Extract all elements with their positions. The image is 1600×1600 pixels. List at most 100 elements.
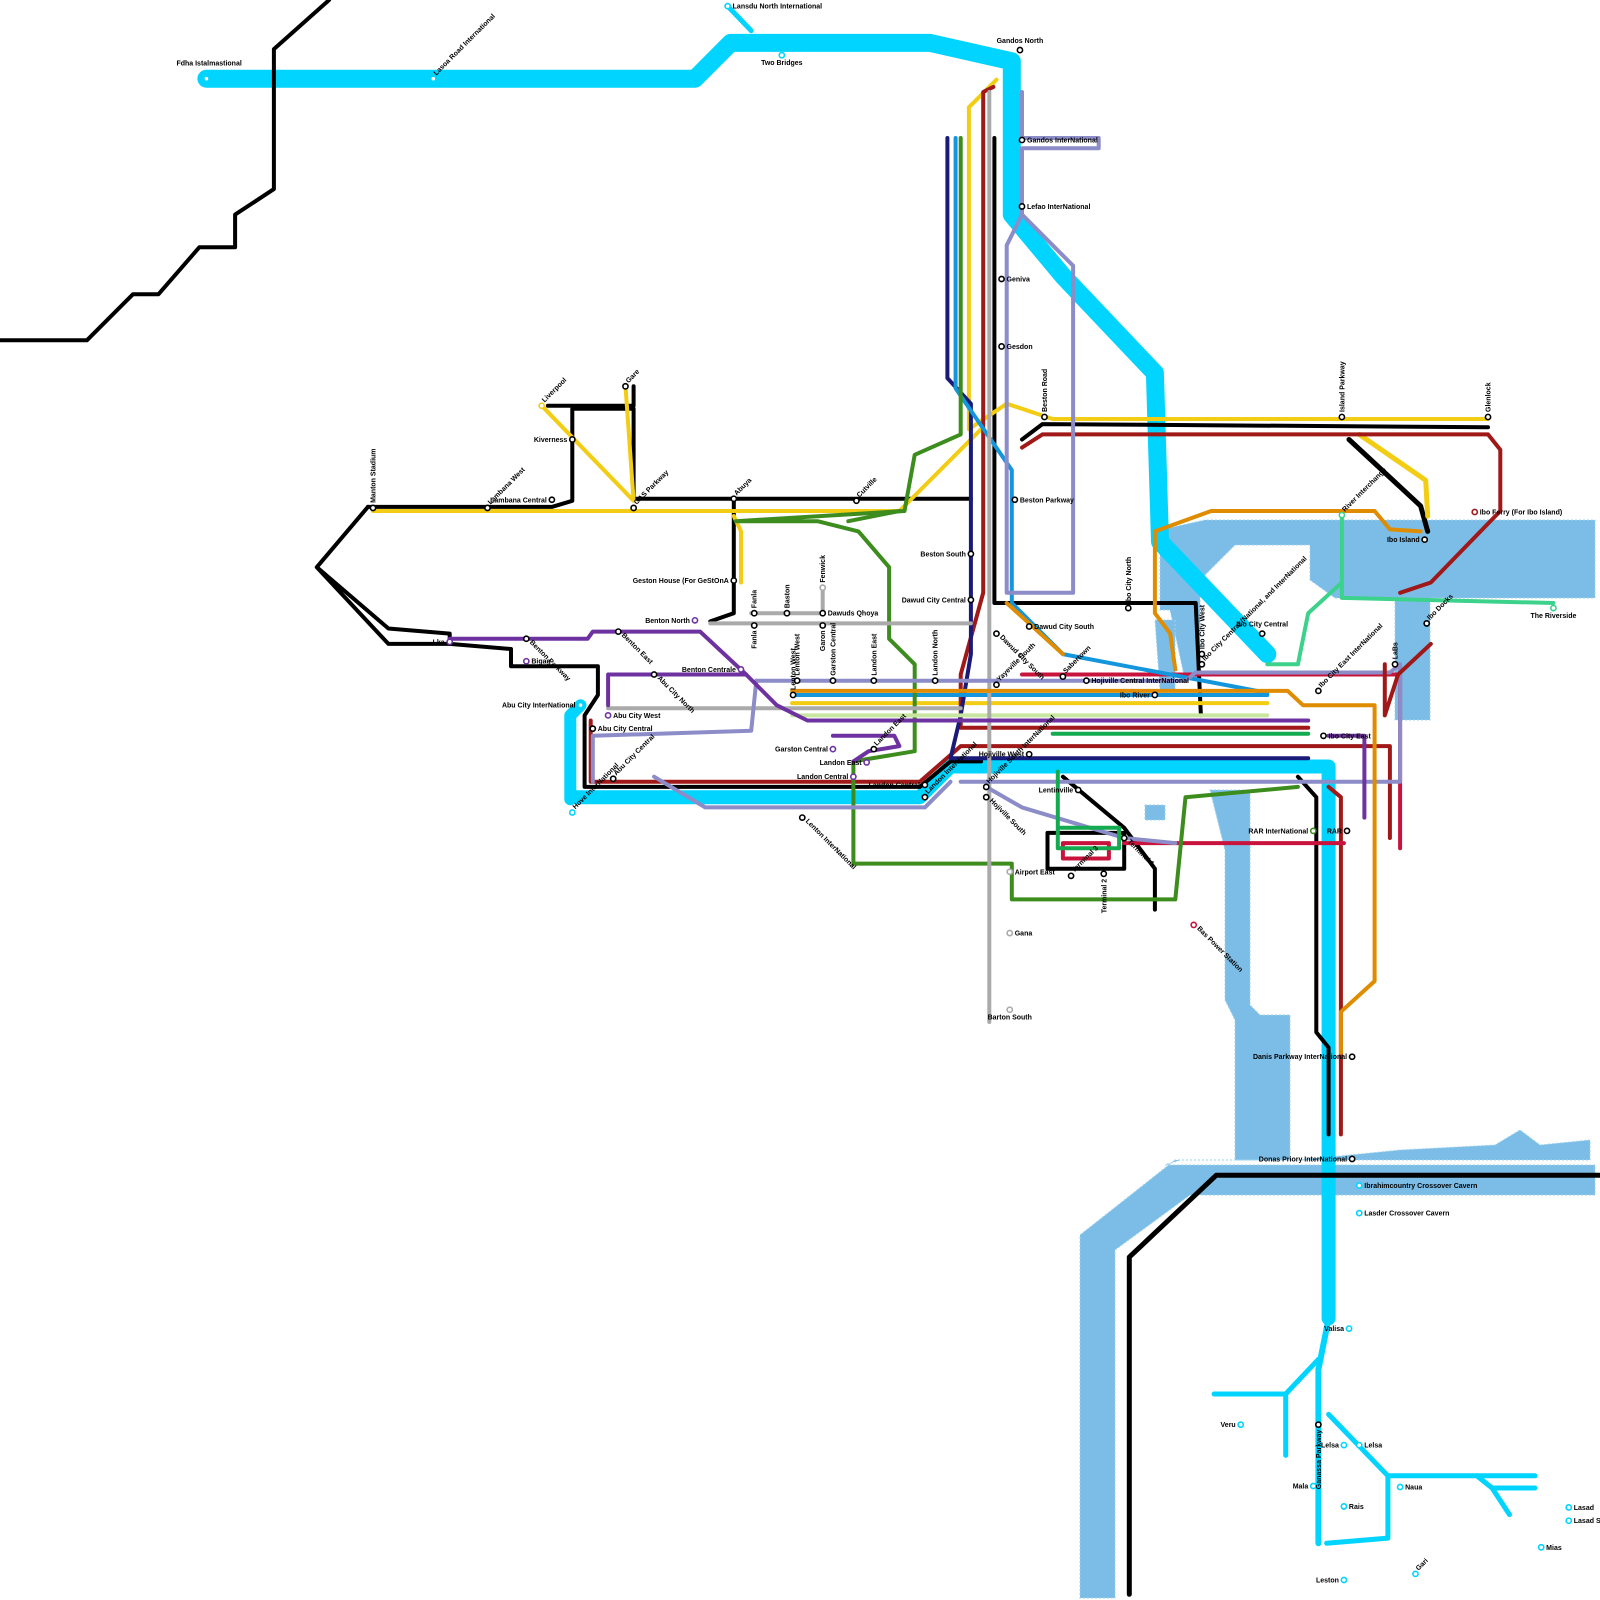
station-marker-hojivillewest[interactable] xyxy=(1025,750,1033,758)
station-marker-lentonint[interactable] xyxy=(798,814,806,821)
station-marker-donaspriory[interactable] xyxy=(1348,1155,1356,1163)
station-marker-airporteast[interactable] xyxy=(1006,868,1014,876)
station-marker-mias[interactable] xyxy=(1537,1543,1545,1551)
station-marker-terminal2[interactable] xyxy=(1100,870,1108,878)
station-marker-garstoncentral1[interactable] xyxy=(829,677,837,685)
station-marker-lentonwest1[interactable] xyxy=(789,691,797,699)
station-marker-abucityint[interactable] xyxy=(577,701,584,709)
station-marker-gandosint[interactable] xyxy=(1018,136,1026,144)
station-marker-islandparkway[interactable] xyxy=(1338,413,1346,421)
station-marker-iboriver[interactable] xyxy=(1151,691,1159,699)
station-marker-bestonparkway[interactable] xyxy=(1011,496,1019,504)
station-marker-ganassaparkway[interactable] xyxy=(1314,1421,1322,1429)
station-marker-ibocitycentralnat[interactable] xyxy=(1198,660,1206,668)
station-marker-rarint[interactable] xyxy=(1309,827,1317,835)
station-marker-gana[interactable] xyxy=(1006,929,1014,937)
station-marker-dawudcentral[interactable] xyxy=(967,596,975,604)
station-marker-bestonroad[interactable] xyxy=(1041,413,1048,421)
station-marker-ibocitynorth[interactable] xyxy=(1124,604,1132,612)
station-marker-veru[interactable] xyxy=(1237,1421,1245,1429)
station-marker-landoneast1[interactable] xyxy=(870,677,878,685)
station-marker-landoneast3[interactable] xyxy=(863,759,871,766)
station-marker-terminal3[interactable] xyxy=(1067,872,1075,880)
station-marker-bestonsouth[interactable] xyxy=(967,550,975,558)
station-marker-lasder[interactable] xyxy=(1355,1209,1363,1217)
station-marker-fenwick[interactable] xyxy=(819,584,827,592)
station-marker-bigag[interactable] xyxy=(522,657,530,665)
station-marker-lka[interactable] xyxy=(446,638,454,646)
station-marker-lasadsouth[interactable] xyxy=(1565,1517,1573,1525)
station-marker-bentonnorth[interactable] xyxy=(691,616,699,624)
station-marker-garstoncentral2[interactable] xyxy=(829,745,837,753)
station-marker-riverinterchange[interactable] xyxy=(1338,511,1346,519)
station-marker-dawudsqhoya[interactable] xyxy=(819,609,827,617)
station-marker-lelsa2[interactable] xyxy=(1355,1441,1363,1449)
station-marker-ibodocks[interactable] xyxy=(1423,620,1431,627)
station-marker-mantonstadium[interactable] xyxy=(369,504,377,512)
station-marker-glenlock[interactable] xyxy=(1484,413,1492,421)
station-marker-hojivillecentral[interactable] xyxy=(1082,677,1090,685)
station-marker-labs[interactable] xyxy=(1391,660,1399,668)
station-marker-danisparkway[interactable] xyxy=(1348,1053,1356,1061)
station-marker-ibocityeast[interactable] xyxy=(1320,732,1327,740)
station-marker-gari[interactable] xyxy=(1412,1570,1419,1578)
station-marker-rar[interactable] xyxy=(1343,827,1351,835)
station-marker-gasparkway[interactable] xyxy=(630,504,638,512)
station-marker-landoncentral1[interactable] xyxy=(849,773,857,781)
station-marker-hojivillesouth[interactable] xyxy=(982,793,990,801)
station-marker-iboferry[interactable] xyxy=(1471,508,1479,516)
station-marker-dawudsouth[interactable] xyxy=(1025,623,1033,630)
station-marker-gesdon[interactable] xyxy=(998,343,1005,350)
station-marker-landoncentral2[interactable] xyxy=(921,781,929,789)
station-marker-lasoa[interactable] xyxy=(429,75,437,83)
station-marker-abucitynorth[interactable] xyxy=(650,671,658,678)
station-marker-landonnorth[interactable] xyxy=(931,677,939,685)
station-marker-dawudcitys[interactable] xyxy=(993,630,1000,638)
station-marker-sabertown[interactable] xyxy=(1059,673,1067,680)
station-marker-bentonparkway[interactable] xyxy=(522,635,530,643)
station-marker-fdha[interactable] xyxy=(203,75,210,83)
station-marker-lentinville[interactable] xyxy=(1074,786,1082,794)
station-marker-geniva[interactable] xyxy=(998,275,1005,283)
station-marker-rais[interactable] xyxy=(1340,1503,1348,1510)
station-marker-lentonwest2[interactable] xyxy=(793,677,801,685)
station-marker-powerstation[interactable] xyxy=(1190,921,1198,929)
station-marker-garon[interactable] xyxy=(819,622,827,629)
station-marker-hojivillesouthint[interactable] xyxy=(982,783,990,791)
station-marker-yayeville[interactable] xyxy=(993,681,1000,689)
station-marker-abuya[interactable] xyxy=(730,495,738,503)
station-marker-abucitywest[interactable] xyxy=(604,712,612,719)
station-marker-lefao[interactable] xyxy=(1018,203,1026,210)
station-marker-fanla1[interactable] xyxy=(750,609,758,617)
station-marker-iboisland[interactable] xyxy=(1421,536,1429,544)
station-marker-cutville[interactable] xyxy=(853,497,860,505)
station-marker-gestonhouse[interactable] xyxy=(730,577,738,584)
station-marker-bartonsouth[interactable] xyxy=(1006,1006,1014,1014)
station-marker-abucitycentral1[interactable] xyxy=(589,725,597,733)
station-marker-lambanawest[interactable] xyxy=(484,504,491,512)
station-marker-terminal1[interactable] xyxy=(1120,834,1128,842)
station-marker-mala[interactable] xyxy=(1309,1482,1317,1490)
station-marker-liverpool[interactable] xyxy=(538,402,546,410)
station-marker-ibocitycentral[interactable] xyxy=(1258,630,1266,638)
station-marker-ibrahimcountry[interactable] xyxy=(1355,1182,1363,1189)
station-marker-abucitycentral2[interactable] xyxy=(609,775,617,783)
station-marker-lelsa1[interactable] xyxy=(1340,1441,1348,1449)
station-marker-kiverness[interactable] xyxy=(568,436,576,443)
station-marker-theriverside[interactable] xyxy=(1550,604,1557,612)
station-marker-landoneast2[interactable] xyxy=(870,745,878,753)
station-marker-gandosnorth[interactable] xyxy=(1016,46,1024,54)
station-marker-bentoncentrale[interactable] xyxy=(737,666,745,673)
station-marker-fanla2[interactable] xyxy=(750,622,758,629)
station-marker-hoveint[interactable] xyxy=(568,809,576,816)
station-marker-ibocitywest[interactable] xyxy=(1198,650,1206,658)
station-marker-baston[interactable] xyxy=(783,609,791,617)
station-marker-lansdu[interactable] xyxy=(724,2,732,10)
station-marker-naua[interactable] xyxy=(1396,1483,1404,1491)
station-marker-twobridges[interactable] xyxy=(778,51,786,59)
station-marker-lambanacentral[interactable] xyxy=(548,496,556,504)
station-marker-leston[interactable] xyxy=(1340,1576,1348,1584)
station-marker-valisa[interactable] xyxy=(1345,1325,1353,1332)
station-marker-gare[interactable] xyxy=(622,382,629,390)
station-marker-bentoneast[interactable] xyxy=(614,628,622,635)
